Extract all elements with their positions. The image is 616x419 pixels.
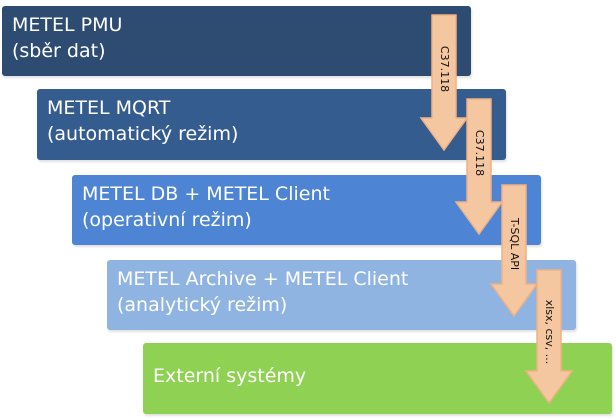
stage-title: METEL DB + METEL Client (82, 183, 330, 205)
stage-subtitle: (automatický režim) (47, 123, 239, 145)
stage-subtitle: (operativní režim) (82, 209, 252, 231)
stage-title: METEL MQRT (47, 97, 171, 119)
flow-arrow-down-icon (489, 184, 539, 318)
stage-title: METEL Archive + METEL Client (117, 268, 409, 290)
flow-arrow-label: T-SQL API (508, 217, 521, 271)
flow-arrow-down-icon (524, 269, 574, 405)
flow-arrow-label: C37.118 (473, 129, 486, 177)
stage-box-archive-client: METEL Archive + METEL Client (analytický… (107, 260, 576, 330)
stage-subtitle: (sběr dat) (12, 40, 106, 62)
stage-box-pmu: METEL PMU (sběr dat) (2, 6, 471, 76)
flow-arrow-label: xlsx, csv, ... (543, 299, 556, 365)
flow-arrow-down-icon (454, 98, 504, 236)
stage-title: METEL PMU (12, 14, 123, 36)
stage-subtitle: (analytický režim) (117, 294, 288, 316)
stage-title: Externí systémy (153, 365, 307, 387)
flow-arrow-label: C37.118 (438, 45, 451, 93)
flow-arrow-down-icon (419, 14, 469, 152)
